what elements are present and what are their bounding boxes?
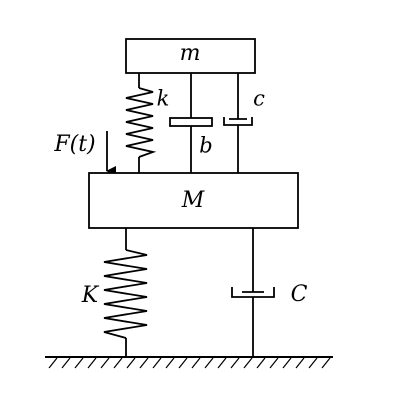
large-damper-label: C	[290, 282, 308, 307]
small-mass-box	[125, 38, 256, 74]
inner-damper-label: b	[199, 133, 213, 158]
ground-hatching	[48, 357, 331, 369]
large-spring-K	[103, 228, 148, 357]
force-label: F(t)	[54, 132, 96, 157]
large-mass-label: M	[181, 188, 205, 213]
small-damper-label: c	[253, 86, 265, 111]
small-damper-c	[223, 73, 253, 173]
small-mass-label: m	[179, 41, 201, 66]
large-spring-label: K	[81, 283, 99, 308]
large-mass-box	[88, 172, 299, 229]
ground	[45, 356, 333, 369]
inner-damper-b	[169, 73, 213, 173]
large-damper-C	[231, 228, 275, 357]
small-spring-label: k	[156, 86, 170, 111]
small-spring-k	[125, 73, 157, 173]
